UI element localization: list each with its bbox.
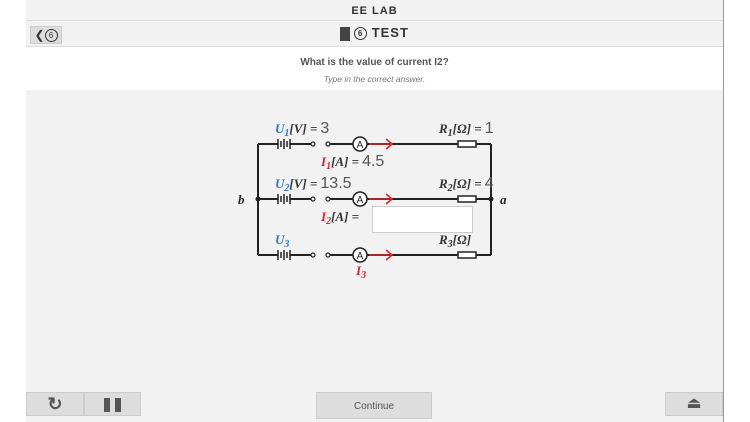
resistor-icon — [457, 251, 477, 259]
terminal — [325, 196, 331, 202]
test-number-badge: 6 — [354, 27, 368, 41]
ammeter-symbol: A — [357, 251, 364, 262]
ammeter-icon — [352, 191, 368, 207]
current-i2-input[interactable] — [372, 206, 473, 233]
document-icon — [340, 26, 351, 41]
battery-icon — [277, 194, 291, 204]
battery-icon — [277, 250, 291, 260]
voltage-label-1: U1[V] =3 — [275, 120, 329, 139]
ammeter-symbol: A — [357, 195, 364, 206]
current-arrow-icon — [369, 193, 394, 205]
terminal — [310, 196, 316, 202]
restart-icon: ↻ — [47, 394, 63, 414]
branch-1: A — [258, 136, 491, 152]
voltage-label-3: U3 — [275, 232, 289, 250]
ammeter-symbol: A — [357, 140, 364, 151]
terminal — [325, 141, 331, 147]
node-b-dot — [255, 196, 261, 202]
branch-3: A — [258, 247, 491, 263]
resistor-label-1: R1[Ω] =1 — [438, 120, 494, 139]
resistor-icon — [457, 195, 477, 203]
pause-button[interactable] — [84, 392, 141, 416]
resistor-label-3: R3[Ω] — [438, 232, 471, 250]
continue-button[interactable]: Continue — [316, 392, 432, 419]
terminal — [310, 141, 316, 147]
chevron-left-icon: ❮ — [34, 28, 45, 42]
question-panel: What is the value of current I2? Type in… — [26, 47, 723, 90]
app-panel: EE LAB 6 TEST ❮6 What is the value of cu… — [26, 0, 724, 422]
ammeter-icon — [352, 247, 368, 263]
back-badge: 6 — [44, 29, 58, 43]
battery-icon — [277, 139, 291, 149]
back-button[interactable]: ❮6 — [30, 26, 62, 44]
eject-button[interactable]: ⏏ — [665, 392, 723, 416]
terminal — [310, 252, 316, 258]
current-arrow-icon — [369, 138, 394, 150]
question-hint: Type in the correct answer. — [323, 74, 426, 84]
branch-2: A — [258, 191, 491, 207]
node-a-label: a — [500, 192, 507, 207]
resistor-icon — [457, 140, 477, 148]
pause-icon — [104, 398, 121, 412]
question-text: What is the value of current I2? — [300, 57, 449, 68]
eject-icon: ⏏ — [686, 395, 702, 412]
ammeter-icon — [352, 136, 368, 152]
resistor-label-2: R2[Ω] =4 — [438, 175, 494, 194]
test-header: 6 TEST ❮6 — [26, 20, 723, 47]
current-label-1: I1[A] =4.5 — [320, 153, 384, 172]
test-title: 6 TEST — [26, 20, 723, 46]
restart-button[interactable]: ↻ — [26, 392, 84, 416]
test-label: TEST — [371, 25, 409, 40]
voltage-label-2: U2[V] =13.5 — [275, 175, 352, 194]
app-title: EE LAB — [26, 0, 723, 21]
current-label-2: I2[A] = — [320, 209, 359, 227]
terminal — [325, 252, 331, 258]
node-b-label: b — [238, 192, 245, 207]
current-label-3: I3 — [355, 263, 366, 281]
current-arrow-icon — [369, 249, 394, 261]
node-a-dot — [488, 196, 494, 202]
